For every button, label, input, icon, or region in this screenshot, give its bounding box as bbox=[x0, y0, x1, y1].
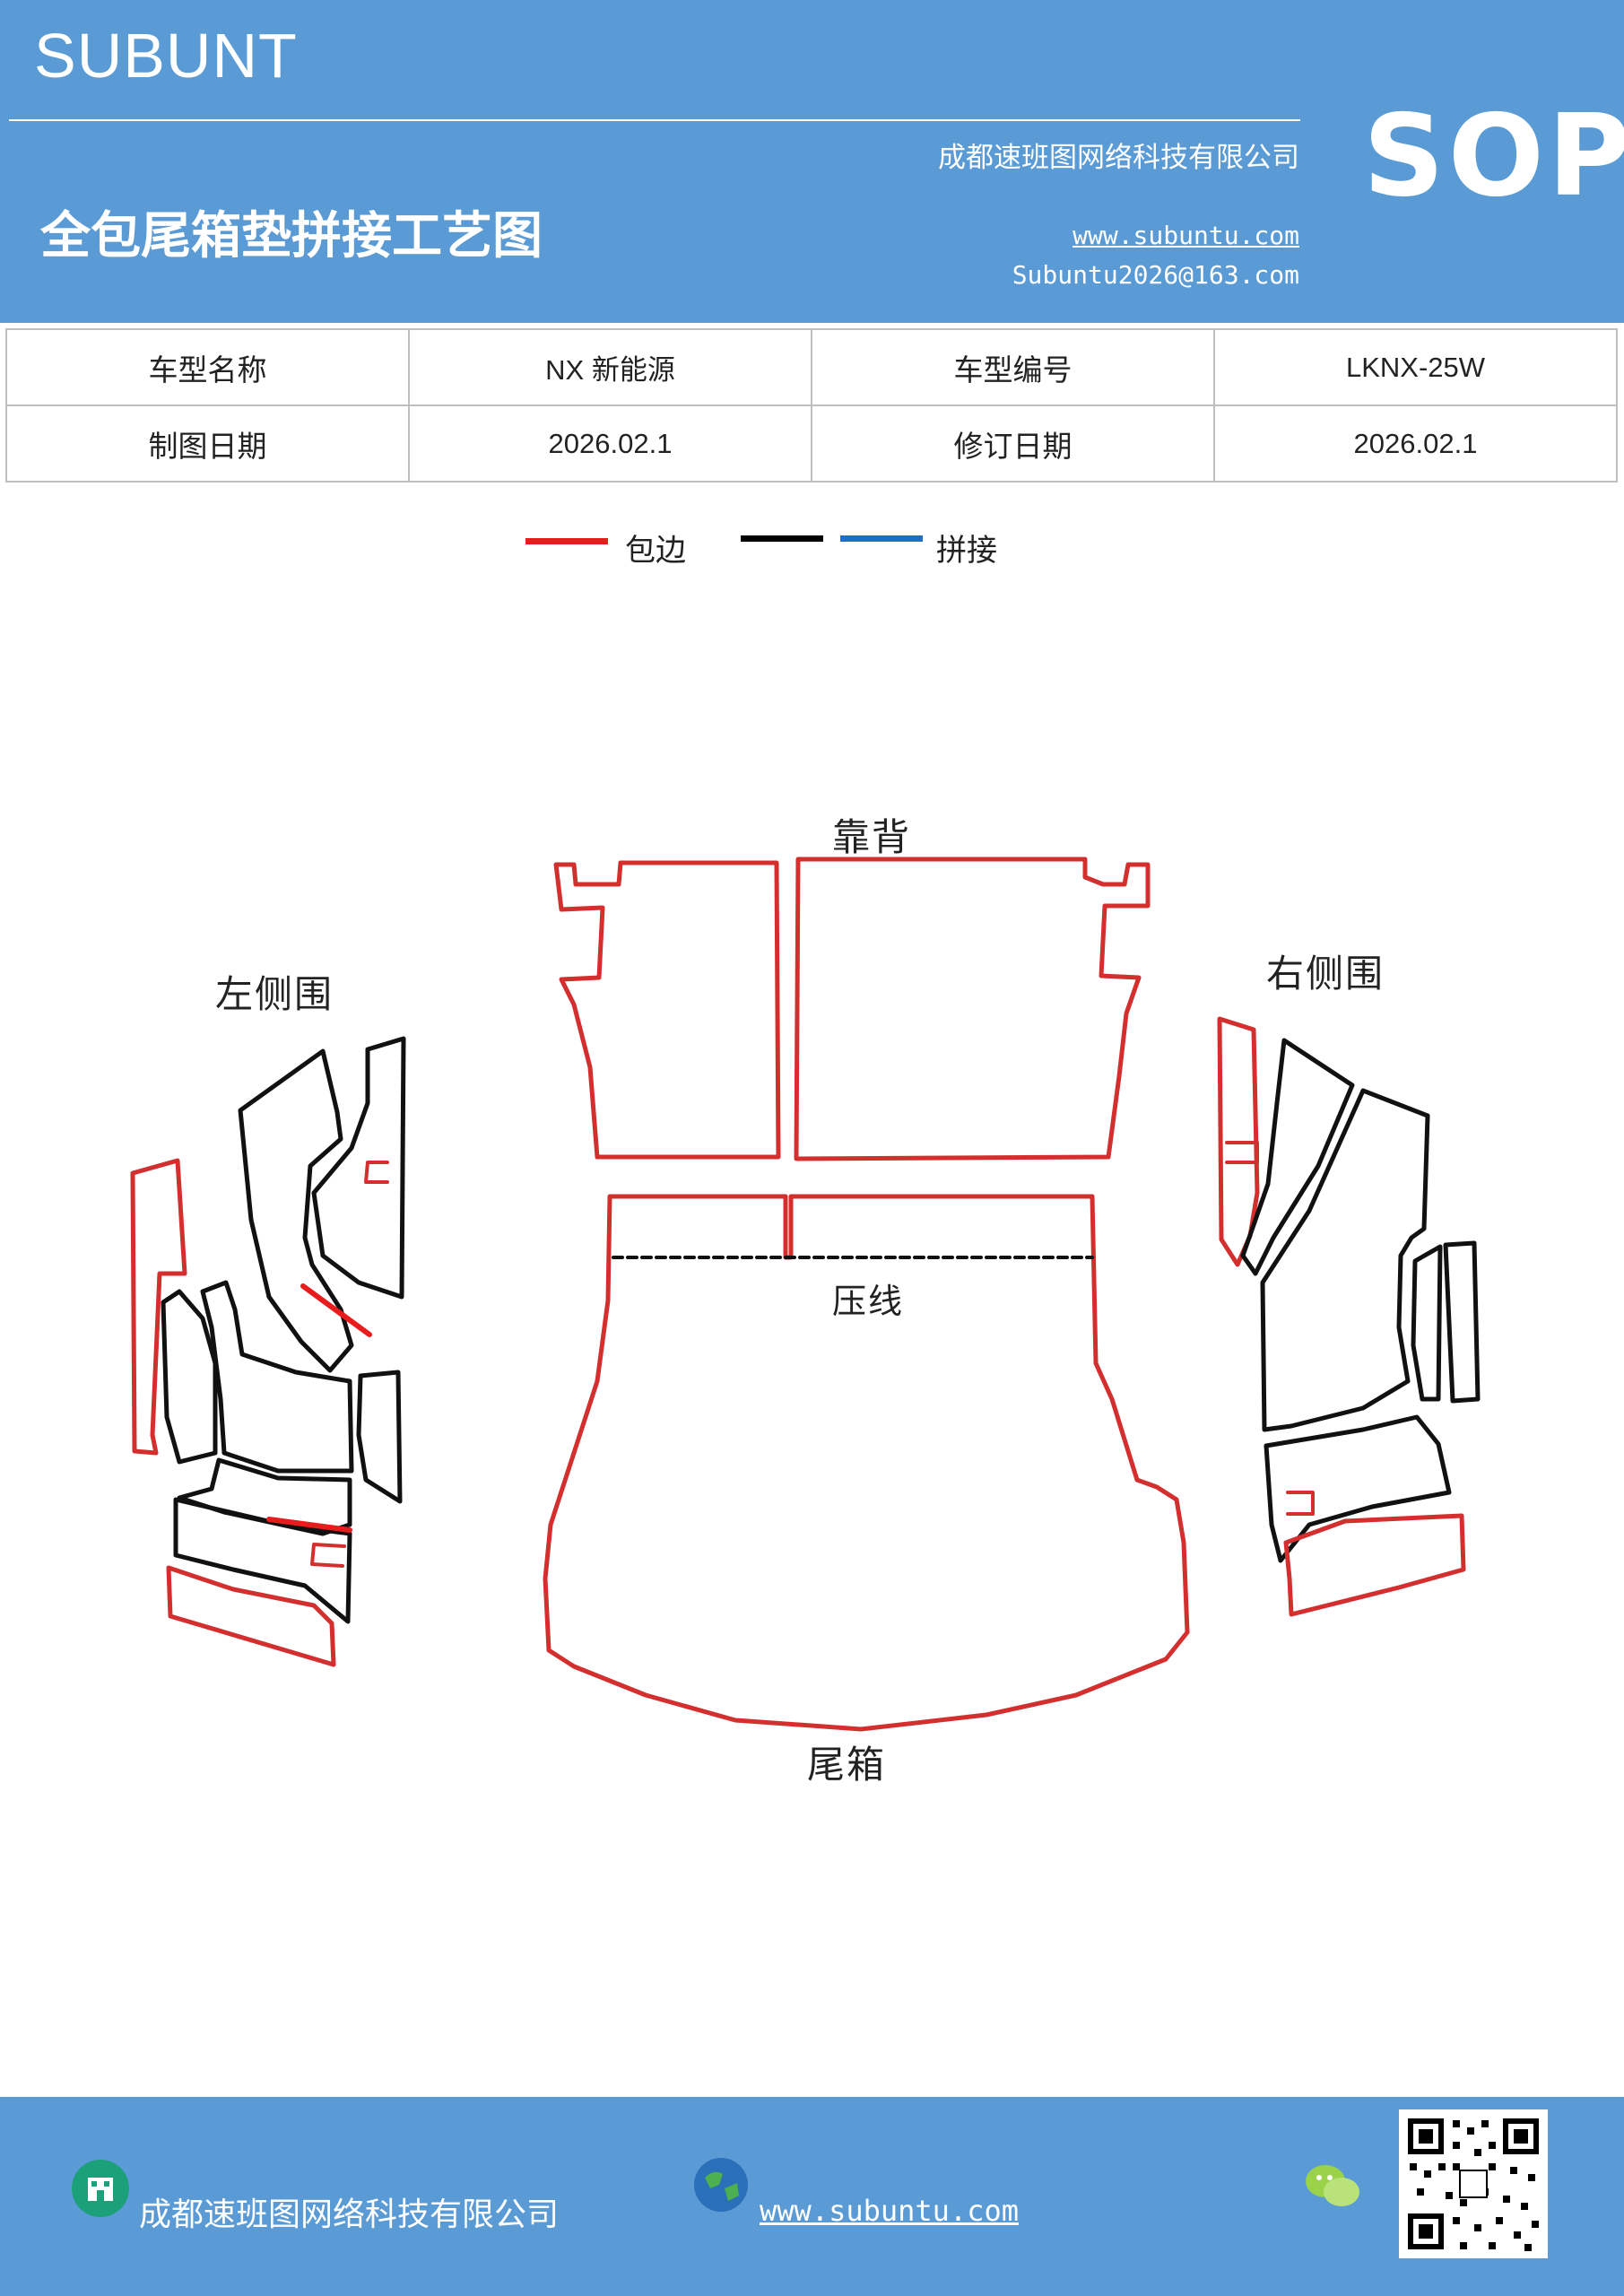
legend-swatch-black bbox=[741, 535, 823, 542]
label-left-side: 左侧围 bbox=[215, 972, 334, 1016]
trunk-floor-piece bbox=[543, 1194, 1190, 1732]
left-side-top-strip bbox=[311, 1036, 406, 1300]
header-company: 成都速班图网络科技有限公司 bbox=[938, 142, 1299, 174]
table-cell: 车型名称 bbox=[5, 328, 410, 406]
wechat-icon[interactable] bbox=[1302, 2160, 1365, 2213]
qr-code[interactable] bbox=[1399, 2109, 1548, 2258]
left-side-strip bbox=[130, 1158, 187, 1456]
backrest-right-piece bbox=[794, 857, 1151, 1161]
legend-label-edge: 包边 bbox=[625, 533, 686, 569]
footer-company: 成都速班图网络科技有限公司 bbox=[139, 2196, 560, 2233]
right-side-top-panel bbox=[1260, 1088, 1430, 1432]
header-band bbox=[0, 0, 1624, 323]
table-cell: 2026.02.1 bbox=[1213, 404, 1618, 483]
right-side-tab-2 bbox=[1286, 1491, 1315, 1516]
sop-badge: SOP bbox=[1363, 90, 1624, 222]
right-side-mid-panel bbox=[1264, 1414, 1452, 1563]
vehicle-info-table: 车型名称 NX 新能源 车型编号 LKNX-25W 制图日期 2026.02.1… bbox=[5, 328, 1618, 483]
page-title: 全包尾箱垫拼接工艺图 bbox=[40, 207, 543, 265]
left-side-bottom-panel bbox=[173, 1497, 352, 1624]
legend-swatch-seam bbox=[840, 535, 923, 542]
table-cell: LKNX-25W bbox=[1213, 328, 1618, 406]
right-side-lower-panel bbox=[1283, 1513, 1466, 1617]
right-side-small-panel bbox=[1443, 1240, 1481, 1404]
table-cell: NX 新能源 bbox=[408, 328, 812, 406]
legend-swatch-edge bbox=[525, 538, 608, 544]
globe-icon bbox=[692, 2156, 750, 2213]
backrest-left-piece bbox=[553, 860, 781, 1160]
left-side-center-panel bbox=[200, 1280, 354, 1474]
table-cell: 制图日期 bbox=[5, 404, 410, 483]
table-row: 制图日期 2026.02.1 修订日期 2026.02.1 bbox=[5, 404, 1618, 483]
header-email-link[interactable]: Subuntu2026@163.com bbox=[1012, 260, 1299, 290]
footer-website-link[interactable]: www.subuntu.com bbox=[760, 2194, 1019, 2228]
left-side-seam bbox=[300, 1283, 372, 1337]
left-side-upper-panel bbox=[238, 1048, 354, 1373]
label-right-side: 右侧围 bbox=[1266, 952, 1385, 996]
table-cell: 修订日期 bbox=[811, 404, 1215, 483]
header-website-link[interactable]: www.subuntu.com bbox=[1073, 221, 1299, 250]
left-side-tab bbox=[364, 1161, 389, 1184]
left-side-small-panel bbox=[356, 1370, 403, 1504]
legend-label-seam: 拼接 bbox=[936, 533, 997, 569]
left-side-tab-2 bbox=[310, 1543, 346, 1568]
table-cell: 车型编号 bbox=[811, 328, 1215, 406]
table-row: 车型名称 NX 新能源 车型编号 LKNX-25W bbox=[5, 328, 1618, 406]
label-trunk: 尾箱 bbox=[807, 1743, 887, 1787]
label-crease: 压线 bbox=[832, 1282, 905, 1321]
right-side-upper-panel bbox=[1240, 1038, 1355, 1276]
left-side-seam-2 bbox=[266, 1517, 352, 1533]
right-side-tiny-panel bbox=[1411, 1244, 1443, 1402]
table-cell: 2026.02.1 bbox=[408, 404, 812, 483]
left-side-mid-panel bbox=[161, 1289, 218, 1465]
brand-logo: SUBUNT bbox=[34, 21, 298, 91]
right-side-tab bbox=[1225, 1141, 1259, 1164]
label-backrest: 靠背 bbox=[832, 815, 912, 859]
header-divider bbox=[9, 119, 1300, 121]
building-icon bbox=[72, 2160, 129, 2217]
left-side-base-panel bbox=[166, 1565, 336, 1667]
